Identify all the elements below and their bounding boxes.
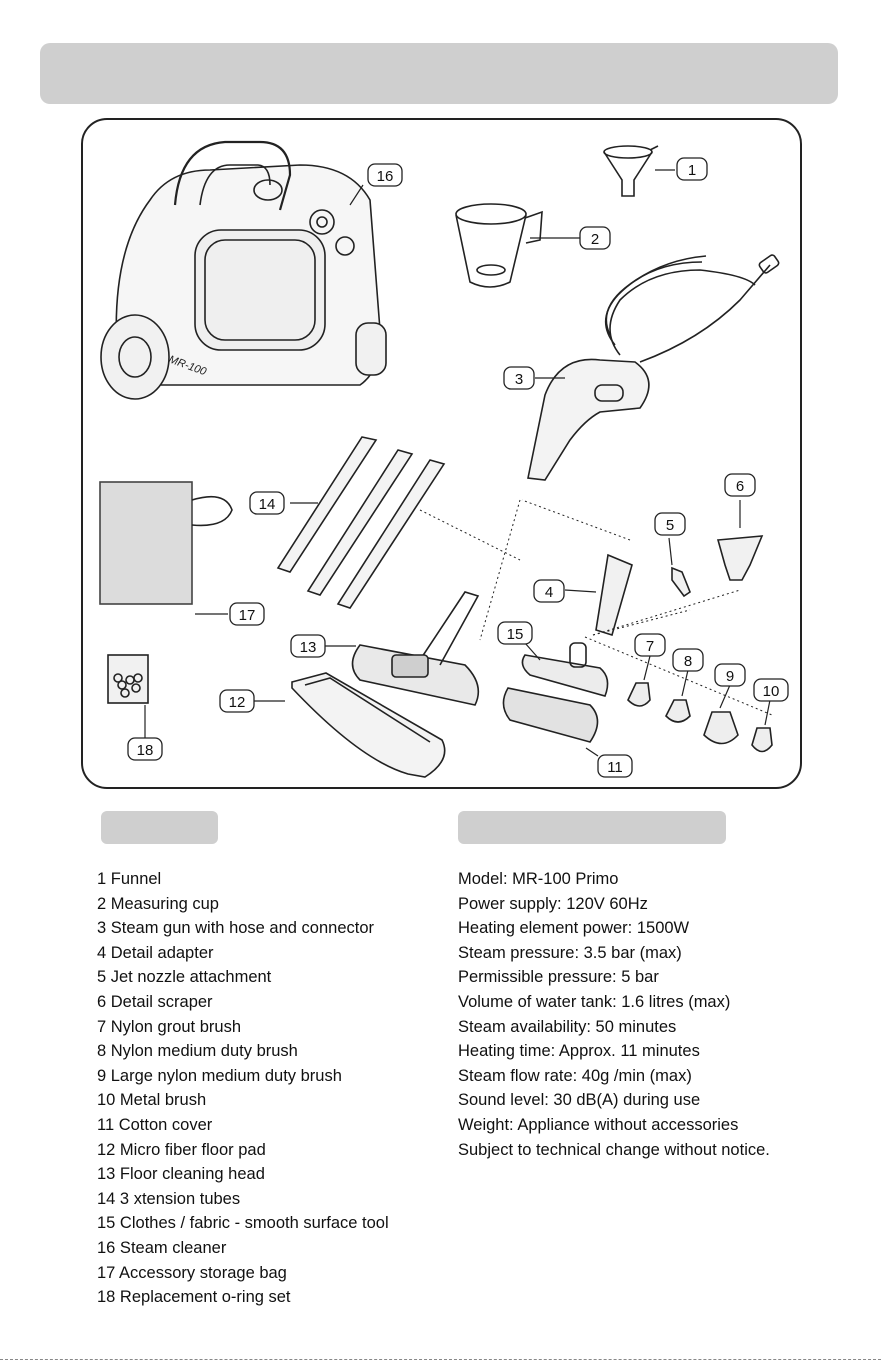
callout-16: 16 — [367, 163, 403, 187]
callout-4: 4 — [533, 579, 565, 603]
list-item: 3 Steam gun with hose and connector — [97, 919, 375, 938]
oring-set-drawing — [107, 654, 149, 704]
list-item: 1 Funnel — [97, 870, 162, 888]
list-item: 18 Replacement o-ring set — [97, 1288, 291, 1307]
callout-15: 15 — [497, 621, 533, 645]
list-item: 15 Clothes / fabric - smooth surface too… — [97, 1214, 389, 1233]
list-item: 16 Steam cleaner — [97, 1238, 227, 1257]
parts-illustration: 1 2 3 4 5 6 7 8 9 10 11 12 13 14 15 16 1… — [99, 140, 789, 778]
detail-adapter-drawing — [595, 553, 633, 637]
extension-tubes-drawing — [276, 436, 446, 609]
list-item: 4 Detail adapter — [97, 943, 214, 962]
callout-12-text: 12 — [229, 694, 246, 711]
specs-list: Model: MR-100 Primo Power supply: 120V 6… — [458, 867, 770, 1162]
callout-8: 8 — [672, 648, 704, 672]
callout-13: 13 — [290, 634, 326, 658]
cotton-cover-drawing — [502, 687, 599, 743]
list-item: 17 Accessory storage bag — [97, 1263, 287, 1282]
list-item: Permissible pressure: 5 bar — [458, 968, 659, 987]
callout-8-text: 8 — [684, 653, 692, 670]
list-item: 6 Detail scraper — [97, 992, 213, 1011]
callout-13-text: 13 — [300, 639, 317, 656]
header-bar — [40, 43, 838, 104]
callout-2-text: 2 — [591, 231, 599, 248]
callout-2: 2 — [579, 226, 611, 250]
list-item: Heating time: Approx. 11 minutes — [458, 1042, 700, 1061]
parts-heading-bar — [101, 811, 218, 844]
callout-1-text: 1 — [688, 162, 696, 179]
callout-7-text: 7 — [646, 638, 654, 655]
list-item: 8 Nylon medium duty brush — [97, 1042, 298, 1061]
callout-14: 14 — [249, 491, 285, 515]
callout-17: 17 — [229, 602, 265, 626]
callout-18-text: 18 — [137, 742, 154, 759]
callout-5: 5 — [654, 512, 686, 536]
specs-heading-bar — [458, 811, 726, 844]
callout-9-text: 9 — [726, 668, 734, 685]
list-item: Volume of water tank: 1.6 litres (max) — [458, 992, 731, 1011]
list-item: Steam flow rate: 40g /min (max) — [458, 1066, 692, 1085]
jet-nozzle-drawing — [671, 566, 691, 598]
callout-5-text: 5 — [666, 517, 674, 534]
callout-10-text: 10 — [763, 683, 780, 700]
list-item: Subject to technical change without noti… — [458, 1140, 770, 1159]
parts-list: 1 Funnel 2 Measuring cup 3 Steam gun wit… — [97, 867, 389, 1310]
callout-6: 6 — [724, 473, 756, 497]
callout-4-text: 4 — [545, 584, 553, 601]
callout-18: 18 — [127, 737, 163, 761]
list-item: Steam availability: 50 minutes — [458, 1017, 677, 1036]
list-item: 9 Large nylon medium duty brush — [97, 1066, 342, 1085]
brushes-drawing — [627, 682, 773, 753]
list-item: 5 Jet nozzle attachment — [97, 968, 272, 987]
list-item: Model: MR-100 Primo — [458, 870, 619, 888]
storage-bag-drawing — [99, 481, 233, 605]
parts-illustration-frame — [81, 118, 802, 789]
list-item: 12 Micro fiber floor pad — [97, 1140, 266, 1159]
callout-14-text: 14 — [259, 496, 276, 513]
callout-12: 12 — [219, 689, 255, 713]
fabric-tool-drawing — [521, 642, 609, 697]
list-item: 14 3 xtension tubes — [97, 1189, 241, 1208]
list-item: Sound level: 30 dB(A) during use — [458, 1091, 701, 1110]
list-item: Weight: Appliance without accessories — [458, 1115, 739, 1134]
callout-10: 10 — [753, 678, 789, 702]
callout-1: 1 — [676, 157, 708, 181]
list-item: 7 Nylon grout brush — [97, 1017, 241, 1036]
callout-17-text: 17 — [239, 607, 256, 624]
steam-cleaner-drawing — [100, 140, 387, 400]
list-item: 13 Floor cleaning head — [97, 1165, 265, 1184]
callout-16-text: 16 — [377, 168, 394, 185]
list-item: Steam pressure: 3.5 bar (max) — [458, 943, 682, 962]
callout-3-text: 3 — [515, 371, 523, 388]
list-item: 2 Measuring cup — [97, 894, 219, 913]
list-item: Power supply: 120V 60Hz — [458, 894, 648, 913]
page-bottom-rule — [0, 1359, 881, 1360]
callout-7: 7 — [634, 633, 666, 657]
callout-9: 9 — [714, 663, 746, 687]
callout-15-text: 15 — [507, 626, 524, 643]
list-item: 11 Cotton cover — [97, 1115, 213, 1134]
funnel-drawing — [603, 145, 659, 197]
list-item: 10 Metal brush — [97, 1091, 207, 1110]
measuring-cup-drawing — [455, 203, 543, 288]
callout-6-text: 6 — [736, 478, 744, 495]
callout-labels: 1 2 3 4 5 6 7 8 9 10 11 12 13 14 15 16 1… — [127, 157, 789, 778]
steam-gun-drawing — [527, 254, 780, 481]
callout-11-text: 11 — [607, 759, 623, 776]
floor-pad-drawing — [291, 672, 446, 778]
detail-scraper-drawing — [716, 535, 764, 581]
list-item: Heating element power: 1500W — [458, 919, 690, 938]
callout-3: 3 — [503, 366, 535, 390]
callout-11: 11 — [597, 754, 633, 778]
floor-head-drawing — [351, 591, 480, 706]
